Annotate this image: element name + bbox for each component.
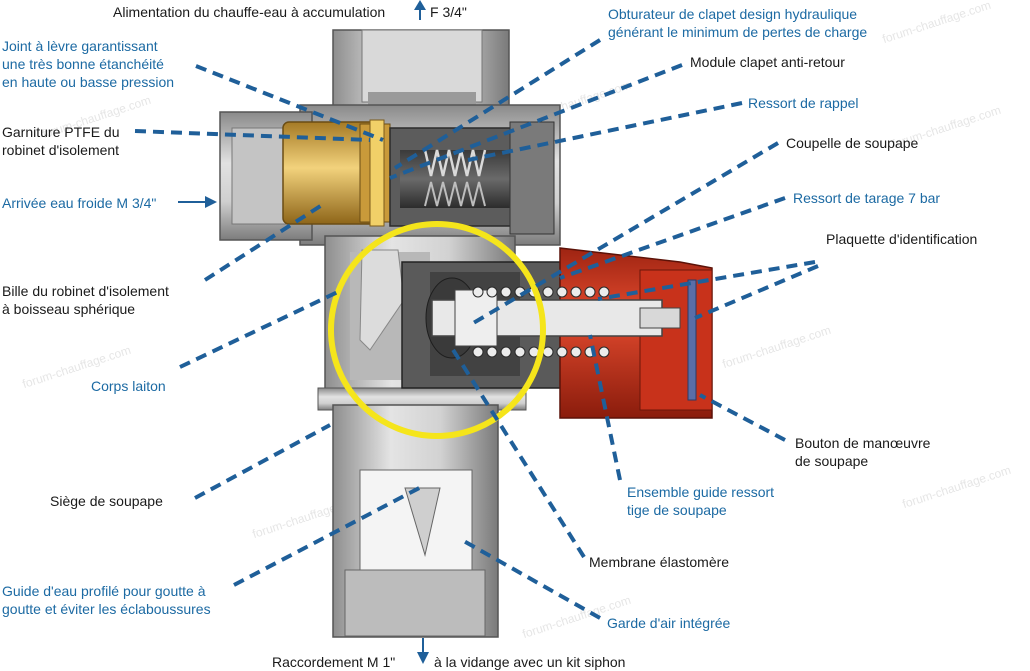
label-id-plate: Plaquette d'identification [826,231,978,247]
label-return-spring: Ressort de rappel [748,95,859,111]
label-valve-cup: Coupelle de soupape [786,135,919,151]
highlight-ring [328,221,546,439]
label-ball: Bille du robinet d'isolement à boisseau … [2,283,169,317]
label-top-outlet: Alimentation du chauffe-eau à accumulati… [113,4,386,20]
label-bottom-drain: à la vidange avec un kit siphon [434,654,626,670]
label-bottom-connection: Raccordement M 1" [272,654,396,670]
label-shutter: Obturateur de clapet design hydraulique … [608,6,868,40]
label-cold-inlet: Arrivée eau froide M 3/4" [2,195,157,211]
label-lip-seal: Joint à lèvre garantissant une très bonn… [2,38,175,90]
label-body: Corps laiton [91,378,166,394]
valve-stem [431,289,681,347]
label-ptfe: Garniture PTFE du robinet d'isolement [2,124,120,158]
label-knob: Bouton de manœuvre de soupape [795,435,931,469]
label-top-thread: F 3/4" [430,4,467,20]
drain-arrow [417,638,429,664]
inlet-arrow [178,196,217,208]
isolation-ball [282,119,391,227]
drain-outlet [332,404,499,638]
label-air-gap: Garde d'air intégrée [607,615,731,631]
outlet-arrow [414,0,426,20]
top-outlet-fitting [332,29,510,113]
label-check-module: Module clapet anti-retour [690,54,845,70]
label-water-guide: Guide d'eau profilé pour goutte à goutte… [2,583,211,617]
check-valve-module [389,121,555,235]
label-set-spring: Ressort de tarage 7 bar [793,190,941,206]
label-guide-assembly: Ensemble guide ressort tige de soupape [627,484,775,518]
leader-lines [134,38,819,620]
label-seat: Siège de soupape [50,493,163,509]
label-membrane: Membrane élastomère [589,554,730,570]
